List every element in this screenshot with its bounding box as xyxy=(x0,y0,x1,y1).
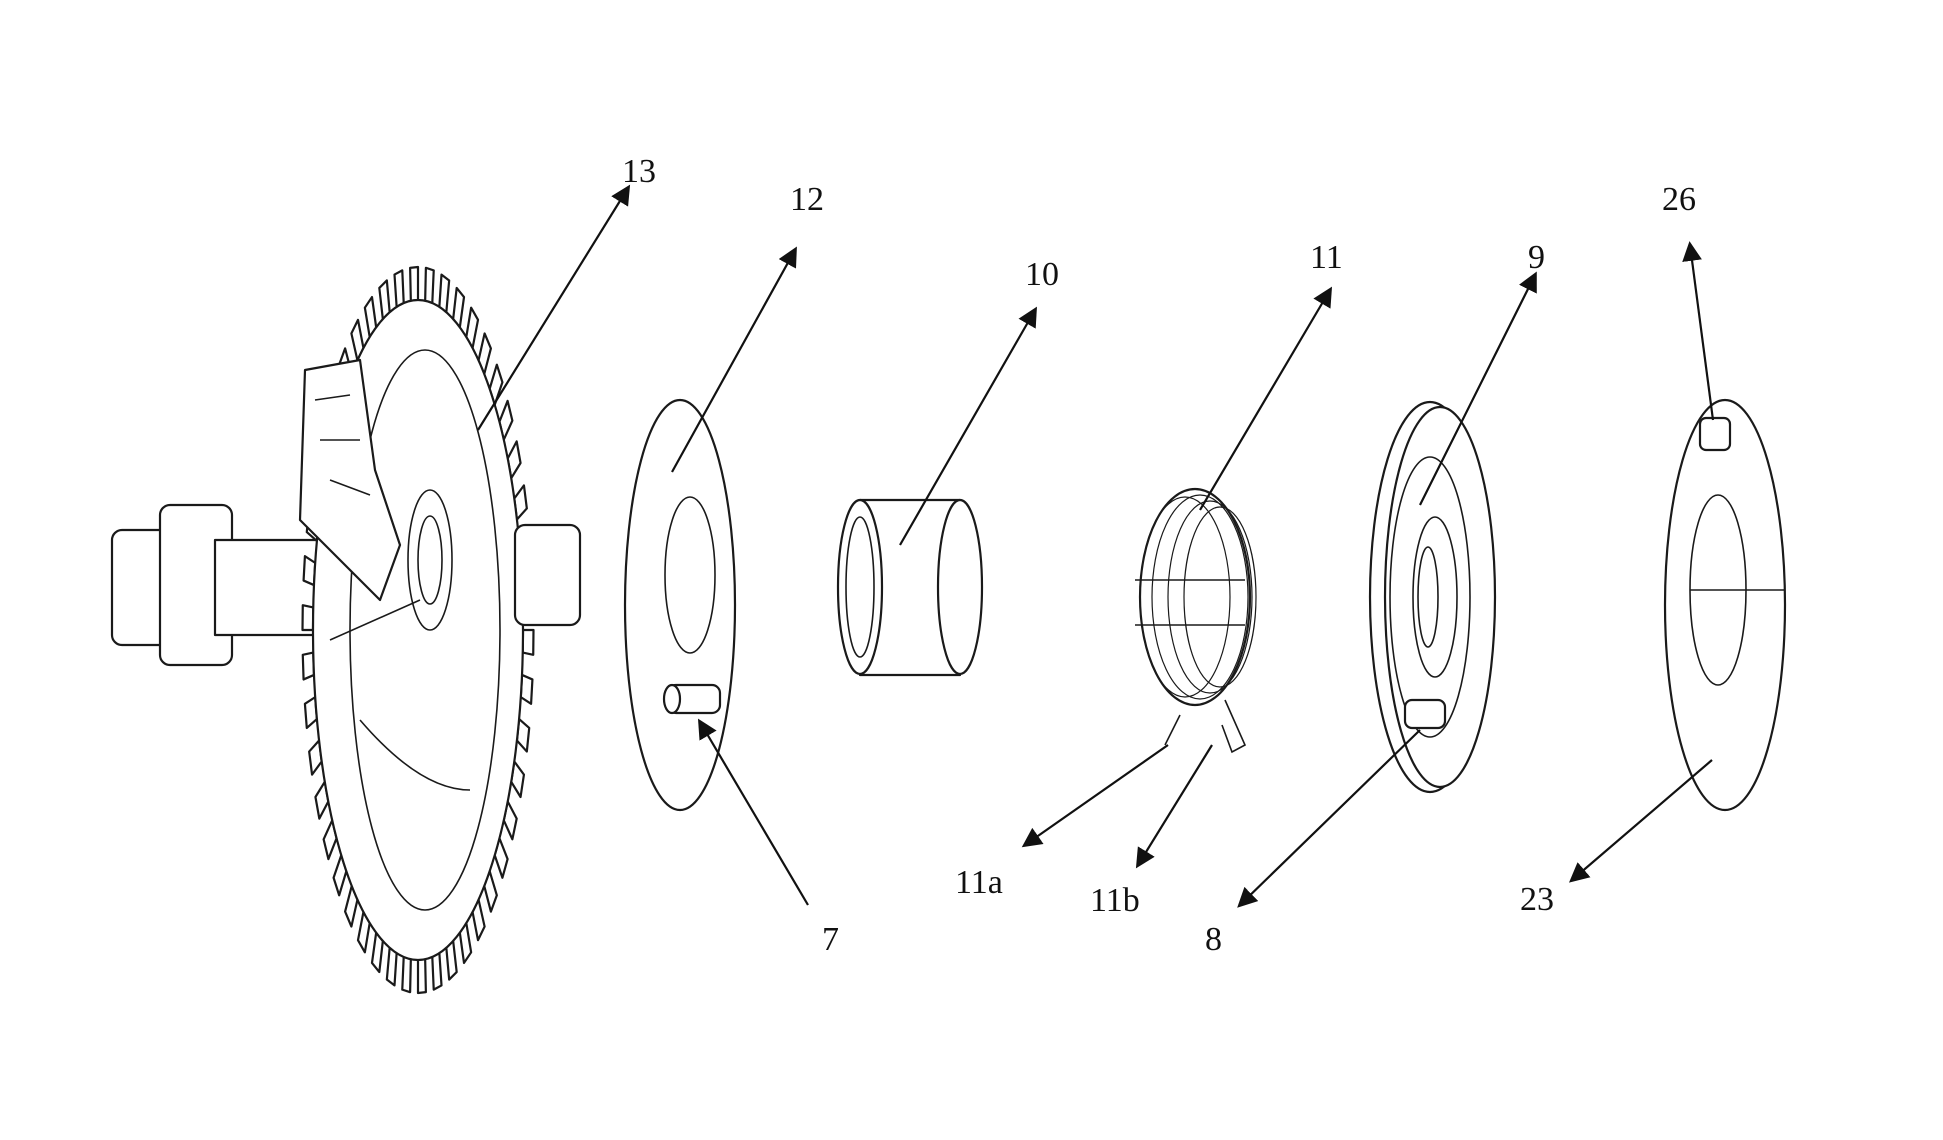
torsion-spring xyxy=(1135,489,1256,752)
label-23: 23 xyxy=(1520,881,1554,918)
cam-disc xyxy=(1370,402,1495,792)
gear-tooth xyxy=(395,270,404,307)
label-13: 13 xyxy=(622,153,656,190)
label-9: 9 xyxy=(1528,239,1545,276)
label-10: 10 xyxy=(1025,256,1059,293)
label-11a: 11a xyxy=(955,864,1003,901)
leader-7 xyxy=(700,722,808,905)
label-12: 12 xyxy=(790,181,824,218)
label-8: 8 xyxy=(1205,921,1222,958)
gear-shaft-assembly xyxy=(112,267,580,993)
gear-tooth xyxy=(410,267,418,301)
washer xyxy=(1665,400,1785,810)
gear-tooth xyxy=(402,957,411,992)
leader-11b xyxy=(1138,745,1212,865)
gear-tooth xyxy=(523,630,534,655)
leader-8 xyxy=(1240,730,1420,905)
gear-tooth xyxy=(303,605,314,630)
front-disc xyxy=(625,400,735,810)
label-26: 26 xyxy=(1662,181,1696,218)
leader-23 xyxy=(1572,760,1712,880)
leader-11 xyxy=(1200,290,1330,510)
gear-tooth xyxy=(418,959,426,993)
leader-11a xyxy=(1025,745,1168,845)
leader-13 xyxy=(478,188,628,430)
label-11b: 11b xyxy=(1090,882,1140,919)
leader-26 xyxy=(1690,245,1713,420)
gear-tooth xyxy=(425,268,434,303)
label-11: 11 xyxy=(1310,239,1343,276)
leader-12 xyxy=(672,250,795,472)
gear-tooth xyxy=(432,953,441,990)
label-7: 7 xyxy=(822,921,839,958)
